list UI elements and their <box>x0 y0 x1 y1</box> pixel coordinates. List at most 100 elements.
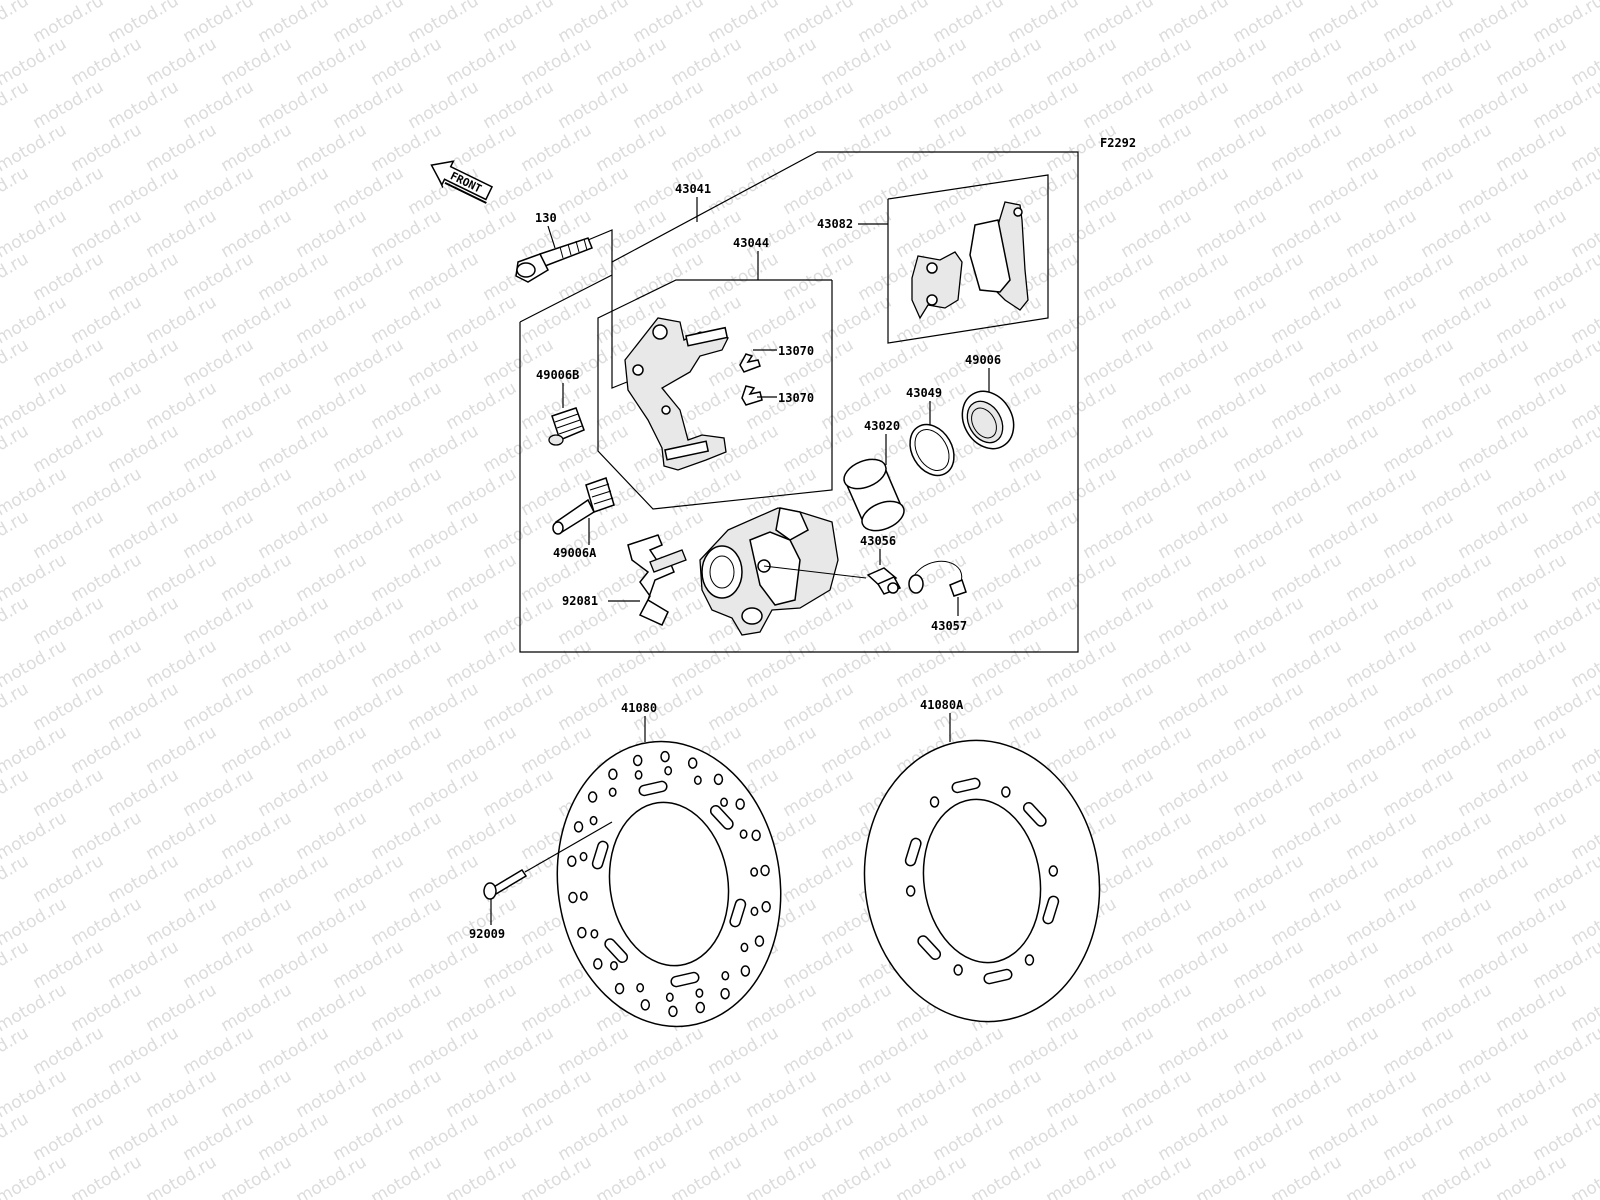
watermark-text: motod.ru <box>1305 1023 1383 1079</box>
watermark-text: motod.ru <box>1080 1109 1158 1165</box>
watermark-text: motod.ru <box>1380 249 1458 305</box>
watermark-text: motod.ru <box>818 636 896 692</box>
watermark-text: motod.ru <box>1043 206 1121 262</box>
pad-spring-clip-upper <box>739 353 761 373</box>
watermark-text: motod.ru <box>105 679 183 735</box>
cap-43057 <box>908 560 967 597</box>
caliper-body <box>699 507 839 636</box>
watermark-text: motod.ru <box>593 1152 671 1200</box>
watermark-text: motod.ru <box>1118 464 1196 520</box>
watermark-text: motod.ru <box>1043 636 1121 692</box>
watermark-text: motod.ru <box>180 1023 258 1079</box>
watermark-text: motod.ru <box>1530 679 1600 735</box>
watermark-text: motod.ru <box>855 163 933 219</box>
watermark-text: motod.ru <box>1455 507 1533 563</box>
watermark-text: motod.ru <box>1230 507 1308 563</box>
disc-hole <box>568 891 578 904</box>
watermark-text: motod.ru <box>705 679 783 735</box>
watermark-text: motod.ru <box>180 0 258 47</box>
watermark-text: motod.ru <box>218 120 296 176</box>
watermark-text: motod.ru <box>1455 765 1533 821</box>
watermark-text: motod.ru <box>1230 851 1308 907</box>
watermark-text: motod.ru <box>330 77 408 133</box>
watermark-text: motod.ru <box>480 421 558 477</box>
watermark-text: motod.ru <box>480 1195 558 1200</box>
disc-hole <box>668 1005 678 1018</box>
label-13070-lower: 13070 <box>778 391 814 405</box>
watermark-text: motod.ru <box>443 378 521 434</box>
disc-hole <box>608 768 618 781</box>
watermark-text: motod.ru <box>1268 636 1346 692</box>
watermark-text: motod.ru <box>1418 120 1496 176</box>
watermark-text: motod.ru <box>780 1109 858 1165</box>
watermark-text: motod.ru <box>1193 980 1271 1036</box>
watermark-text: motod.ru <box>1155 77 1233 133</box>
disc-hole <box>640 999 651 1011</box>
watermark-text: motod.ru <box>443 636 521 692</box>
watermark-text: motod.ru <box>1080 163 1158 219</box>
watermark-text: motod.ru <box>143 464 221 520</box>
watermark-text: motod.ru <box>855 1195 933 1200</box>
watermark-text: motod.ru <box>1568 1152 1600 1200</box>
disc-hole <box>687 757 698 769</box>
watermark-text: motod.ru <box>368 1066 446 1122</box>
watermark-text: motod.ru <box>480 765 558 821</box>
disc-hole <box>579 891 588 901</box>
watermark-text: motod.ru <box>143 1066 221 1122</box>
watermark-text: motod.ru <box>1155 421 1233 477</box>
label-43041: 43041 <box>675 182 711 196</box>
watermark-text: motod.ru <box>555 1195 633 1200</box>
watermark-text: motod.ru <box>405 1109 483 1165</box>
watermark-text: motod.ru <box>480 1109 558 1165</box>
watermark-text: motod.ru <box>1455 1109 1533 1165</box>
watermark-text: motod.ru <box>68 722 146 778</box>
watermark-text: motod.ru <box>1193 292 1271 348</box>
watermark-text: motod.ru <box>30 1195 108 1200</box>
brake-disc-41080 <box>556 740 782 1028</box>
watermark-text: motod.ru <box>143 722 221 778</box>
disc-hole <box>750 867 759 877</box>
watermark-text: motod.ru <box>1455 163 1533 219</box>
watermark-text: motod.ru <box>1230 1195 1308 1200</box>
watermark-text: motod.ru <box>1493 980 1571 1036</box>
watermark-text: motod.ru <box>855 335 933 391</box>
watermark-text: motod.ru <box>330 335 408 391</box>
disc-hole <box>610 960 618 971</box>
watermark-text: motod.ru <box>405 0 483 47</box>
watermark-text: motod.ru <box>1193 550 1271 606</box>
watermark-text: motod.ru <box>293 808 371 864</box>
disc-hole <box>1024 954 1035 966</box>
watermark-text: motod.ru <box>218 292 296 348</box>
label-13070-upper: 13070 <box>778 344 814 358</box>
watermark-text: motod.ru <box>330 421 408 477</box>
watermark-text: motod.ru <box>1305 1109 1383 1165</box>
watermark-text: motod.ru <box>1230 679 1308 735</box>
label-92009: 92009 <box>469 927 505 941</box>
watermark-text: motod.ru <box>1193 34 1271 90</box>
label-43044: 43044 <box>733 236 769 250</box>
watermark-text: motod.ru <box>668 464 746 520</box>
watermark-text: motod.ru <box>255 249 333 305</box>
watermark-text: motod.ru <box>705 1195 783 1200</box>
watermark-text: motod.ru <box>443 550 521 606</box>
watermark-text: motod.ru <box>0 808 70 864</box>
watermark-text: motod.ru <box>1455 1023 1533 1079</box>
watermark-text: motod.ru <box>705 1109 783 1165</box>
watermark-text: motod.ru <box>1455 1195 1533 1200</box>
watermark-text: motod.ru <box>368 464 446 520</box>
watermark-text: motod.ru <box>30 593 108 649</box>
watermark-text: motod.ru <box>218 1152 296 1200</box>
watermark-text: motod.ru <box>1455 335 1533 391</box>
watermark-text: motod.ru <box>1005 507 1083 563</box>
watermark-text: motod.ru <box>1380 335 1458 391</box>
watermark-text: motod.ru <box>1043 1152 1121 1200</box>
watermark-text: motod.ru <box>1380 77 1458 133</box>
watermark-text: motod.ru <box>443 206 521 262</box>
disc-hole <box>754 935 765 947</box>
watermark-text: motod.ru <box>1343 1152 1421 1200</box>
watermark-text: motod.ru <box>705 1023 783 1079</box>
watermark-text: motod.ru <box>1343 378 1421 434</box>
watermark-text: motod.ru <box>30 335 108 391</box>
label-41080: 41080 <box>621 701 657 715</box>
disc-hole <box>660 750 670 763</box>
